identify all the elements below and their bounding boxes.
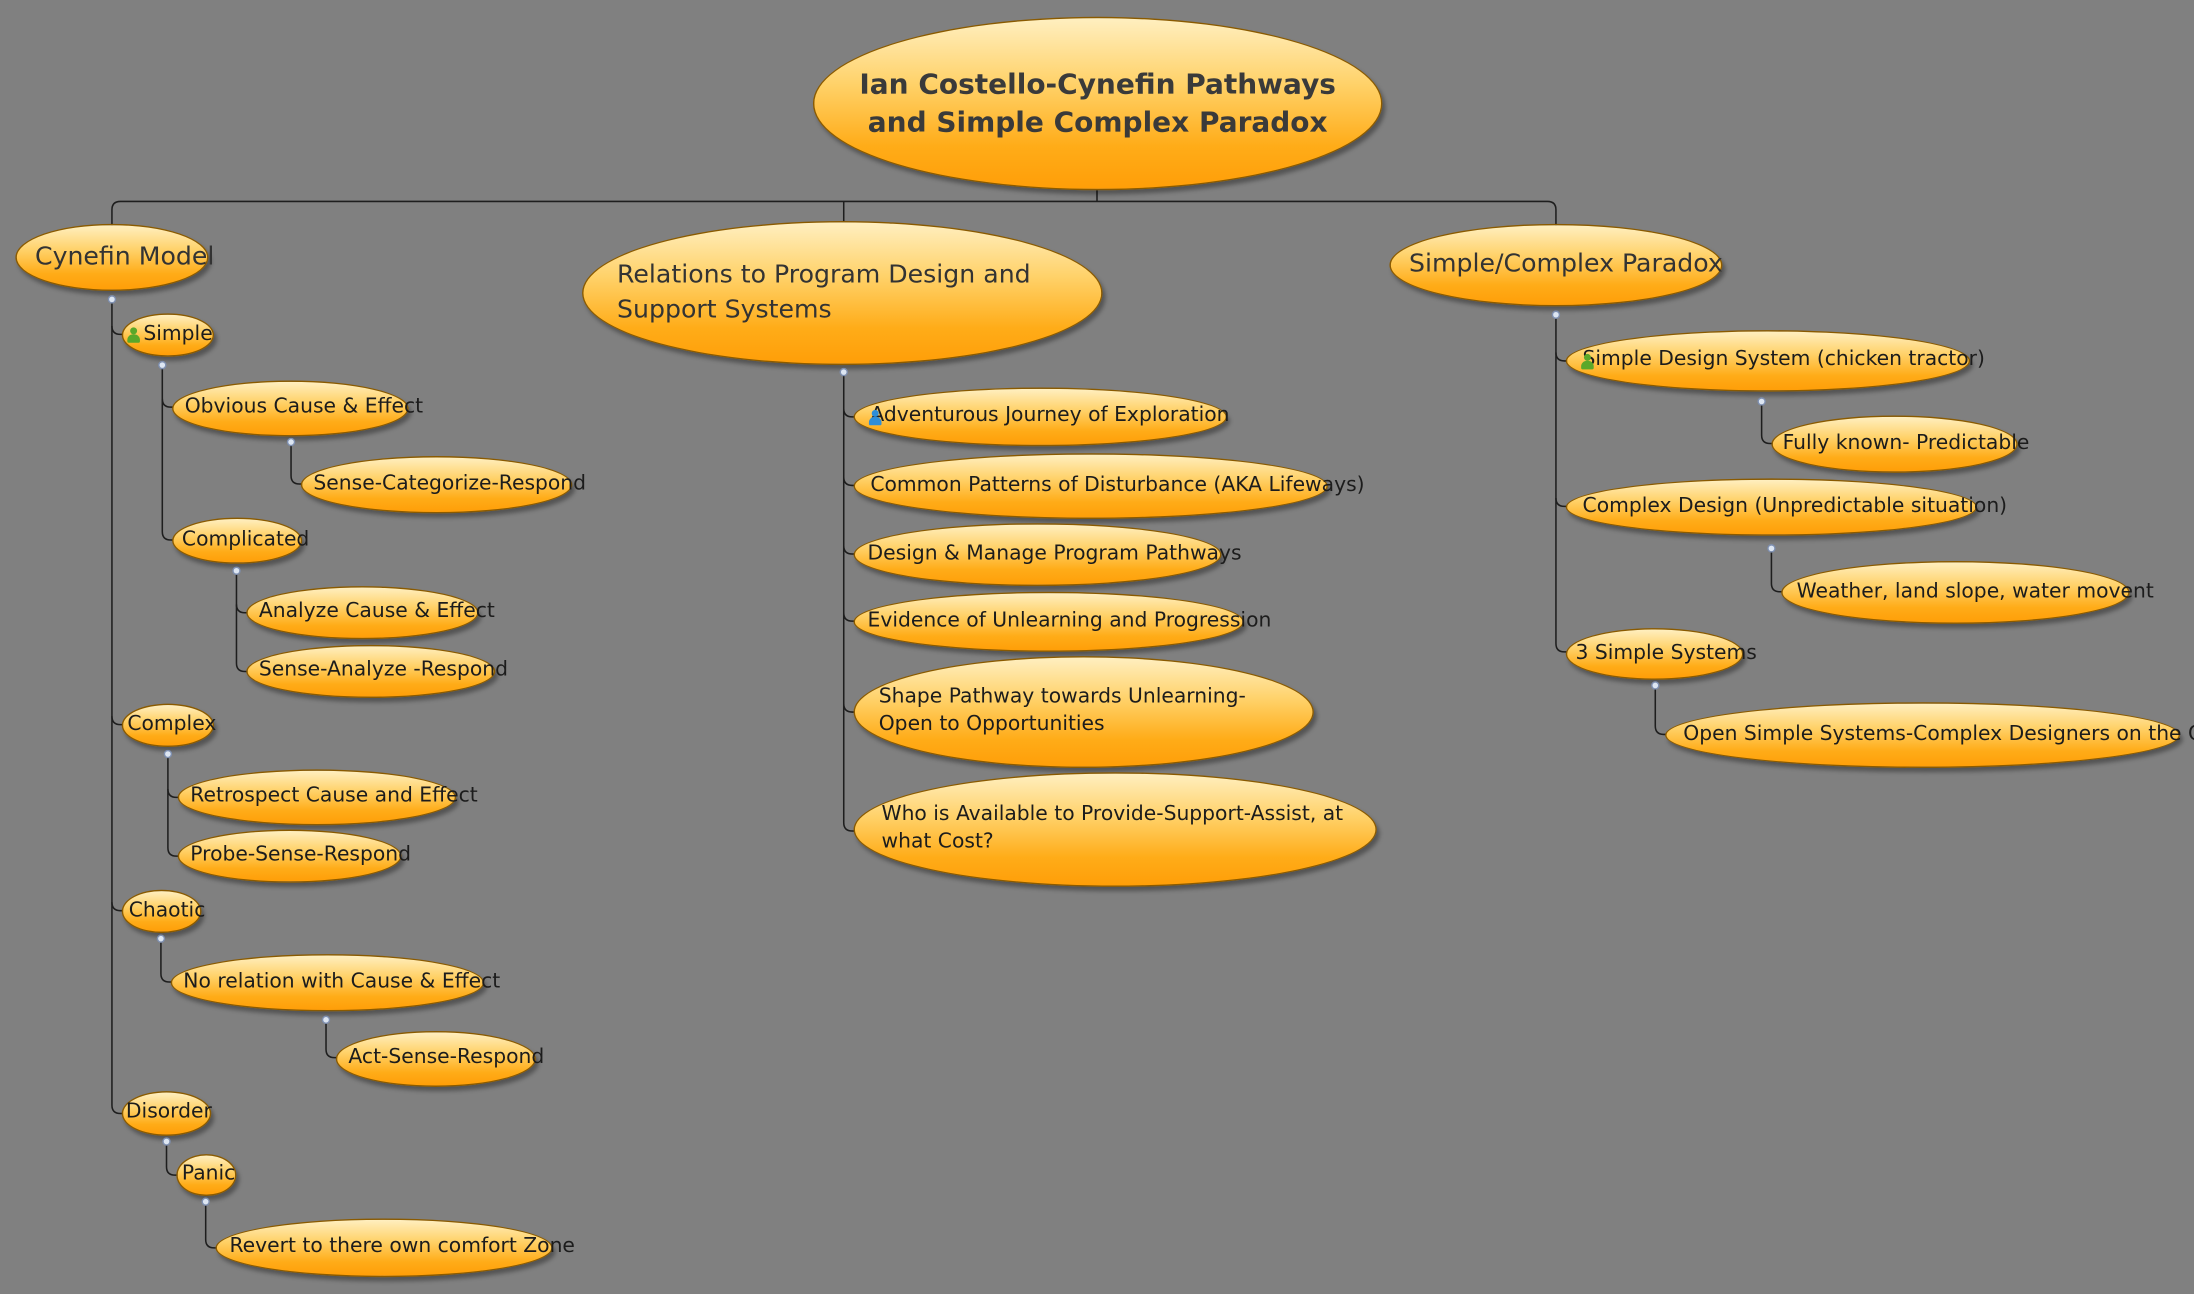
topic-probe-sense-respond[interactable]: Probe-Sense-Respond [177,829,411,883]
topic-label: 3 Simple Systems [1575,641,1757,665]
topic-revert-comfort-zone[interactable]: Revert to there own comfort Zone [215,1218,575,1278]
central-topic[interactable]: Ian Costello-Cynefin Pathways and Simple… [812,16,1383,191]
topic-label: Complicated [181,528,310,551]
topic-who-is-available[interactable]: Who is Available to Provide-Support-Assi… [853,772,1377,887]
topic-label: Weather, land slope, water movent [1796,580,2154,603]
collapse-toggle[interactable] [107,295,117,304]
topic-label: Sense-Analyze -Respond [258,659,509,682]
collapse-toggle[interactable] [1551,310,1561,319]
topic-label: Open Simple Systems-Complex Designers on… [1683,722,2194,746]
topic-label: Obvious Cause & Effect [184,396,424,419]
collapse-toggle[interactable] [321,1015,331,1025]
topic-complex[interactable]: Complex [121,703,217,748]
collapse-toggle[interactable] [163,749,173,759]
topic-simple-complex-paradox[interactable]: Simple/Complex Paradox [1389,223,1723,307]
collapse-toggle[interactable] [1757,397,1766,406]
topic-three-simple-systems[interactable]: 3 Simple Systems [1565,628,1757,680]
collapse-toggle[interactable] [158,360,167,370]
topic-label: Fully known- Predictable [1782,431,2030,455]
topic-panic[interactable]: Panic [176,1154,237,1197]
topic-relations-program-design[interactable]: Relations to Program Design and Support … [582,221,1103,366]
central-topic-label: Ian Costello-Cynefin Pathways and Simple… [859,67,1336,139]
topic-label: Disorder [125,1101,212,1124]
topic-label: Panic [181,1162,236,1186]
topic-adventurous-journey[interactable]: Adventurous Journey of Exploration [853,387,1230,447]
topic-label: Analyze Cause & Effect [258,600,495,623]
topic-label: Simple Design System (chicken tractor) [1582,348,1985,372]
topic-design-manage-pathways[interactable]: Design & Manage Program Pathways [853,523,1242,587]
topic-evidence-unlearning[interactable]: Evidence of Unlearning and Progression [853,591,1271,652]
topic-label: Probe-Sense-Respond [190,843,412,867]
collapse-toggle[interactable] [286,437,296,447]
person-green-icon [126,327,141,343]
topic-label: Act-Sense-Respond [348,1046,545,1070]
topic-label: Retrospect Cause and Effect [190,785,478,808]
topic-act-sense-respond[interactable]: Act-Sense-Respond [335,1031,544,1087]
topic-label: Cynefin Model [34,241,215,272]
topic-open-simple-systems[interactable]: Open Simple Systems-Complex Designers on… [1665,702,2194,769]
topic-shape-pathway[interactable]: Shape Pathway towards Unlearning- Open t… [853,656,1314,769]
topic-label: Complex Design (Unpredictable situation) [1582,494,2008,518]
topic-fully-known[interactable]: Fully known- Predictable [1771,415,2029,473]
topic-label: Complex [127,713,217,736]
topic-label: Simple/Complex Paradox [1409,249,1723,279]
topic-analyze-cause-effect[interactable]: Analyze Cause & Effect [246,586,495,640]
topic-simple[interactable]: Simple [121,313,215,357]
topic-sense-categorize-respond[interactable]: Sense-Categorize-Respond [300,456,586,514]
topic-label: Revert to there own comfort Zone [229,1235,575,1258]
topic-label: Relations to Program Design and Support … [617,260,1031,324]
topic-retrospect-cause-effect[interactable]: Retrospect Cause and Effect [177,769,478,826]
topic-complicated[interactable]: Complicated [172,517,309,564]
topic-no-relation-cause-effect[interactable]: No relation with Cause & Effect [170,954,500,1012]
topic-label: Simple [143,322,213,346]
collapse-toggle[interactable] [1767,544,1776,553]
topic-common-patterns[interactable]: Common Patterns of Disturbance (AKA Life… [853,453,1365,519]
topic-disorder[interactable]: Disorder [121,1091,212,1136]
topic-chaotic[interactable]: Chaotic [121,889,205,934]
topic-label: No relation with Cause & Effect [183,970,501,993]
topic-label: Who is Available to Provide-Support-Assi… [881,803,1344,854]
topic-label: Evidence of Unlearning and Progression [867,609,1272,632]
topic-simple-design-system[interactable]: Simple Design System (chicken tractor) [1565,330,1985,392]
collapse-toggle[interactable] [232,566,241,575]
topic-cynefin-model[interactable]: Cynefin Model [15,223,214,291]
topic-label: Sense-Categorize-Respond [313,472,587,495]
topic-sense-analyze-respond[interactable]: Sense-Analyze -Respond [246,644,508,699]
topic-complex-design[interactable]: Complex Design (Unpredictable situation) [1565,478,2007,536]
collapse-toggle[interactable] [201,1197,210,1206]
collapse-toggle[interactable] [162,1137,171,1146]
topic-label: Common Patterns of Disturbance (AKA Life… [870,473,1365,497]
collapse-toggle[interactable] [156,934,166,943]
topic-obvious-cause-effect[interactable]: Obvious Cause & Effect [172,380,423,437]
topic-weather-land-slope[interactable]: Weather, land slope, water movent [1781,560,2154,624]
collapse-toggle[interactable] [839,367,848,377]
topic-label: Shape Pathway towards Unlearning- Open t… [878,686,1246,736]
topic-label: Adventurous Journey of Exploration [870,404,1230,427]
collapse-toggle[interactable] [1651,681,1660,690]
topic-label: Chaotic [128,899,206,922]
topic-label: Design & Manage Program Pathways [867,542,1242,565]
